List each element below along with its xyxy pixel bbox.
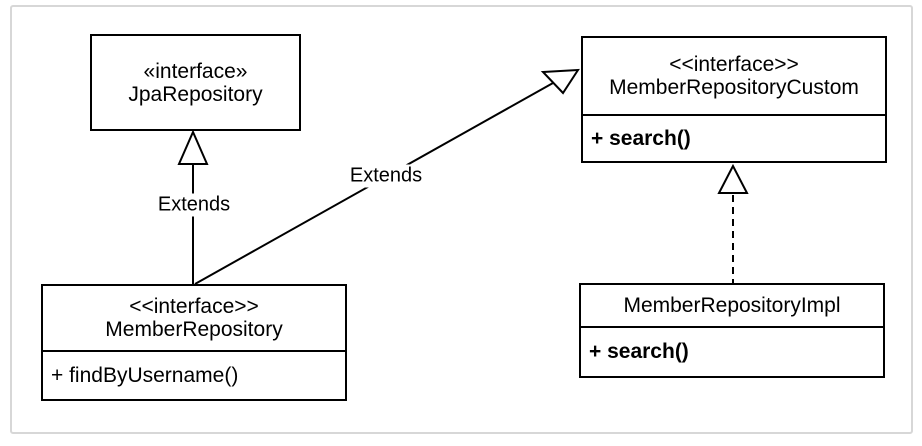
class-name: JpaRepository — [128, 82, 263, 106]
hollow-triangle-arrowhead-realization — [717, 163, 749, 194]
class-name: MemberRepositoryCustom — [609, 76, 859, 99]
class-box-memberrepositorycustom: <<interface>> MemberRepositoryCustom + s… — [581, 36, 887, 163]
class-box-memberrepository: <<interface>> MemberRepository + findByU… — [41, 284, 347, 401]
stereotype-label: <<interface>> — [669, 53, 799, 76]
method-label-search: + search() — [589, 340, 689, 363]
diagram-frame — [10, 5, 913, 434]
class-box-jparepository: «interface» JpaRepository — [90, 34, 301, 131]
method-label-findbyusername: + findByUsername() — [51, 363, 239, 387]
hollow-triangle-arrowhead-memberrepositorycustom — [540, 68, 580, 95]
stereotype-label: «interface» — [143, 59, 248, 83]
class-title-memberrepositoryimpl: MemberRepositoryImpl — [581, 285, 883, 328]
class-title-memberrepositorycustom: <<interface>> MemberRepositoryCustom — [583, 38, 885, 116]
class-name: MemberRepositoryImpl — [623, 294, 841, 317]
class-box-memberrepositoryimpl: MemberRepositoryImpl + search() — [579, 283, 885, 378]
class-title-jparepository: «interface» JpaRepository — [92, 36, 299, 129]
method-label-search: + search() — [591, 126, 691, 150]
edge-label-extends-memberrepositorycustom: Extends — [345, 164, 427, 188]
hollow-triangle-arrowhead-jparepository — [177, 129, 209, 165]
edge-label-extends-jparepository: Extends — [153, 193, 235, 217]
class-name: MemberRepository — [105, 318, 283, 341]
stereotype-label: <<interface>> — [129, 295, 259, 318]
class-title-memberrepository: <<interface>> MemberRepository — [43, 286, 345, 352]
